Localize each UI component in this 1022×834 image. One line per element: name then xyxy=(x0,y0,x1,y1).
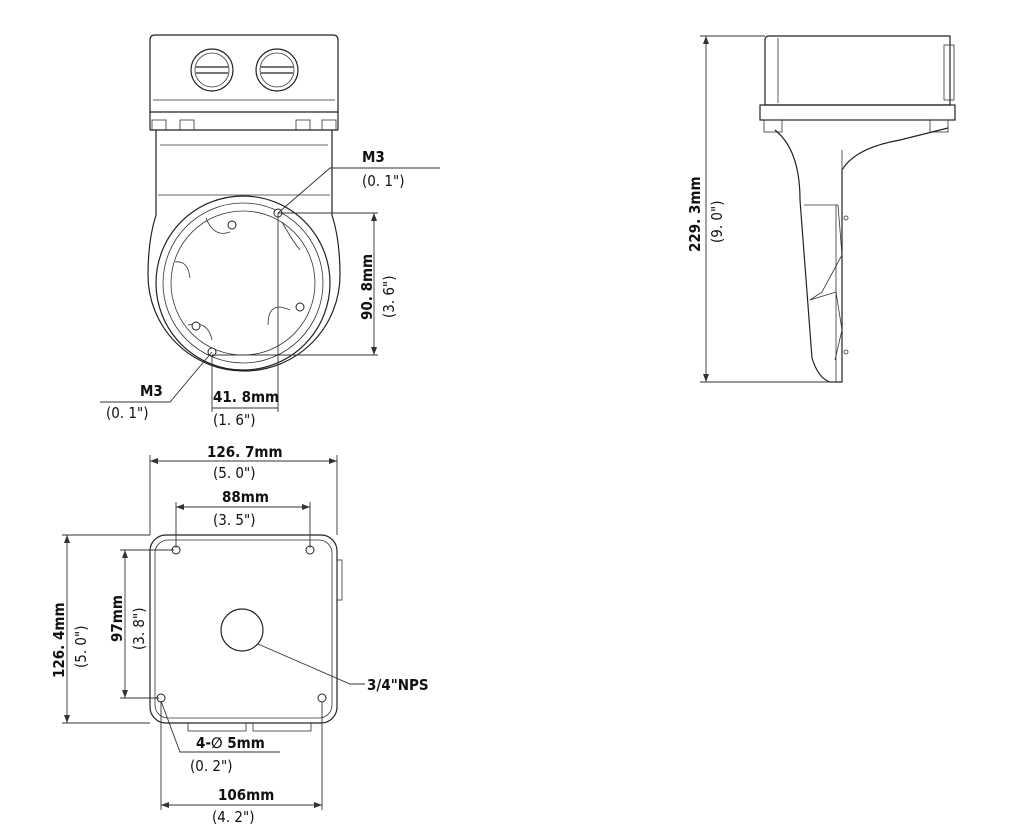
ring-height-inch: (3. 6") xyxy=(380,276,398,318)
m3-top-label: M3 xyxy=(362,148,385,166)
box-width-label: 126. 7mm xyxy=(207,443,283,461)
bottom-view-dimensions: 126. 7mm (5. 0") 88mm (3. 5") 126. 4mm (… xyxy=(50,443,429,826)
hole-spacing-x-label: 88mm xyxy=(222,488,269,506)
m3-bottom-inch: (0. 1") xyxy=(106,404,148,422)
side-view xyxy=(759,35,956,383)
holes-label: 4-∅ 5mm xyxy=(196,734,265,752)
hole-spacing-y-inch: (3. 8") xyxy=(130,608,148,650)
bottom-view xyxy=(149,534,343,732)
holes-inch: (0. 2") xyxy=(190,757,232,775)
m3-top-inch: (0. 1") xyxy=(362,172,404,190)
box-width-inch: (5. 0") xyxy=(213,464,255,482)
hole-spacing-x-inch: (3. 5") xyxy=(213,511,255,529)
mount-hole-bottom-right xyxy=(317,693,327,703)
box-height-inch: (5. 0") xyxy=(72,626,90,668)
hole-offset-label: 41. 8mm xyxy=(213,388,279,406)
front-view-dimensions: M3 (0. 1") 90. 8mm (3. 6") M3 (0. 1") 41… xyxy=(100,148,440,429)
cable-gland-left xyxy=(190,48,234,92)
side-height-inch: (9. 0") xyxy=(708,201,726,243)
hole-offset-inch: (1. 6") xyxy=(213,411,255,429)
side-view-dimensions: 229. 3mm (9. 0") xyxy=(686,35,835,383)
m3-bottom-label: M3 xyxy=(140,382,163,400)
conduit-hole xyxy=(220,608,264,652)
side-height-label: 229. 3mm xyxy=(686,176,704,252)
ring-height-label: 90. 8mm xyxy=(358,254,376,320)
base-width-inch: (4. 2") xyxy=(212,808,254,826)
base-width-label: 106mm xyxy=(218,786,274,804)
hole-spacing-y-label: 97mm xyxy=(108,595,126,642)
nps-label: 3/4"NPS xyxy=(367,676,429,694)
front-view xyxy=(147,34,341,372)
box-height-label: 126. 4mm xyxy=(50,602,68,678)
cable-gland-right xyxy=(255,48,299,92)
